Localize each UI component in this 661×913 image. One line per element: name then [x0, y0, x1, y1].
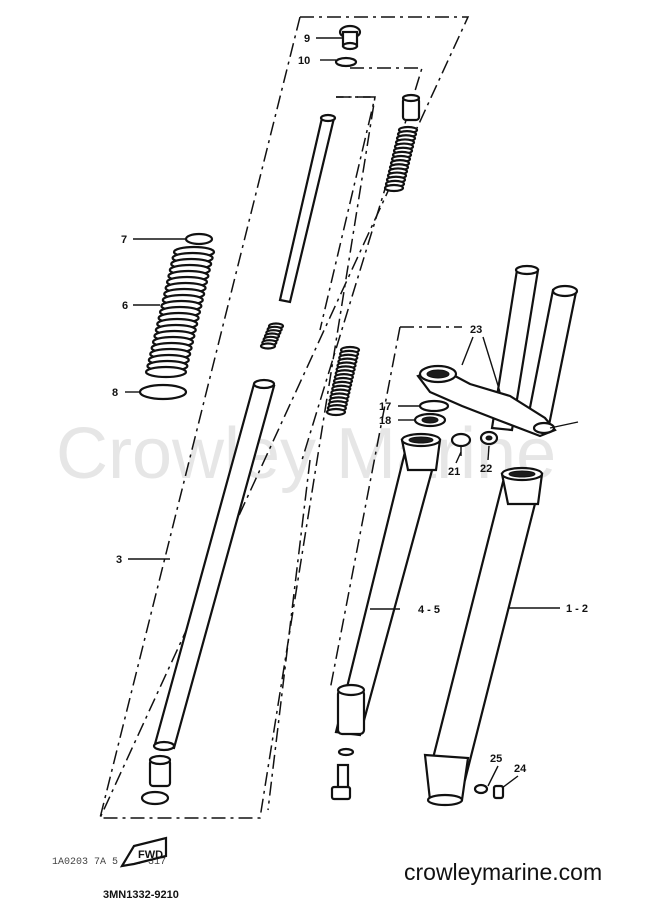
clamp-band-part-8	[138, 383, 188, 401]
bearing-part-18	[413, 412, 447, 428]
callout-1-2: 1 - 2	[566, 603, 588, 615]
outer-tube-part-1-2	[423, 466, 544, 807]
damper-rod-outline	[319, 96, 376, 331]
washer-part-22	[479, 430, 499, 446]
seal-part-17	[418, 399, 450, 413]
callout-8: 8	[112, 387, 118, 399]
washer-part-25	[473, 783, 489, 795]
diagram-code: 3MN1332-9210	[103, 889, 179, 901]
outer-assembly-left-edge	[99, 16, 301, 819]
damper-rod	[278, 113, 337, 304]
lower-collar	[148, 754, 172, 788]
spring-coil	[259, 342, 277, 350]
spring-coil	[383, 183, 405, 193]
fork-spring-lower	[325, 345, 361, 417]
spring-coil	[144, 365, 188, 379]
callout-4-5: 4 - 5	[418, 604, 440, 616]
cap-bolt-part-9	[338, 24, 362, 51]
callout-17: 17	[379, 401, 391, 413]
inner-assembly-outline	[301, 67, 424, 461]
callout-6: 6	[122, 300, 128, 312]
callout-18: 18	[379, 415, 391, 427]
spring-coil	[325, 407, 347, 417]
callout-23: 23	[470, 324, 482, 336]
stamp-text: 1A0203 7A 5 .00 317	[52, 857, 166, 868]
bottom-bolt	[330, 763, 352, 801]
callout-24: 24	[514, 763, 527, 775]
fork-boot-part-6	[144, 245, 216, 379]
tube-outline	[267, 459, 311, 811]
outer-tube-part-4-5	[334, 432, 442, 737]
fork-spring-upper	[383, 125, 419, 193]
bolt-part-24	[492, 784, 505, 800]
leader-lines	[125, 37, 560, 789]
callout-9: 9	[304, 33, 310, 45]
bolt-part-21	[450, 432, 472, 456]
callout-21: 21	[448, 466, 460, 478]
outer-tube-outline	[329, 326, 401, 691]
callout-25: 25	[490, 753, 502, 765]
rebound-spring	[259, 322, 285, 350]
ring-clip-part-7	[184, 232, 214, 246]
callout-3: 3	[116, 554, 122, 566]
callout-7: 7	[121, 234, 127, 246]
callout-22: 22	[480, 463, 492, 475]
under-bracket-part-23	[416, 364, 579, 438]
drain-washer	[337, 747, 355, 757]
spacer-collar	[401, 93, 421, 122]
assembly-outline	[98, 16, 470, 819]
inner-tube-part-3	[152, 378, 276, 752]
forward-arrow-icon: FWD	[119, 836, 168, 868]
website-label: crowleymarine.com	[404, 859, 602, 885]
watermark-text: Crowley Marine	[56, 414, 556, 494]
forward-label: FWD	[138, 849, 163, 861]
lower-washer	[140, 790, 170, 806]
callout-10: 10	[298, 55, 310, 67]
o-ring-part-10	[334, 56, 358, 68]
